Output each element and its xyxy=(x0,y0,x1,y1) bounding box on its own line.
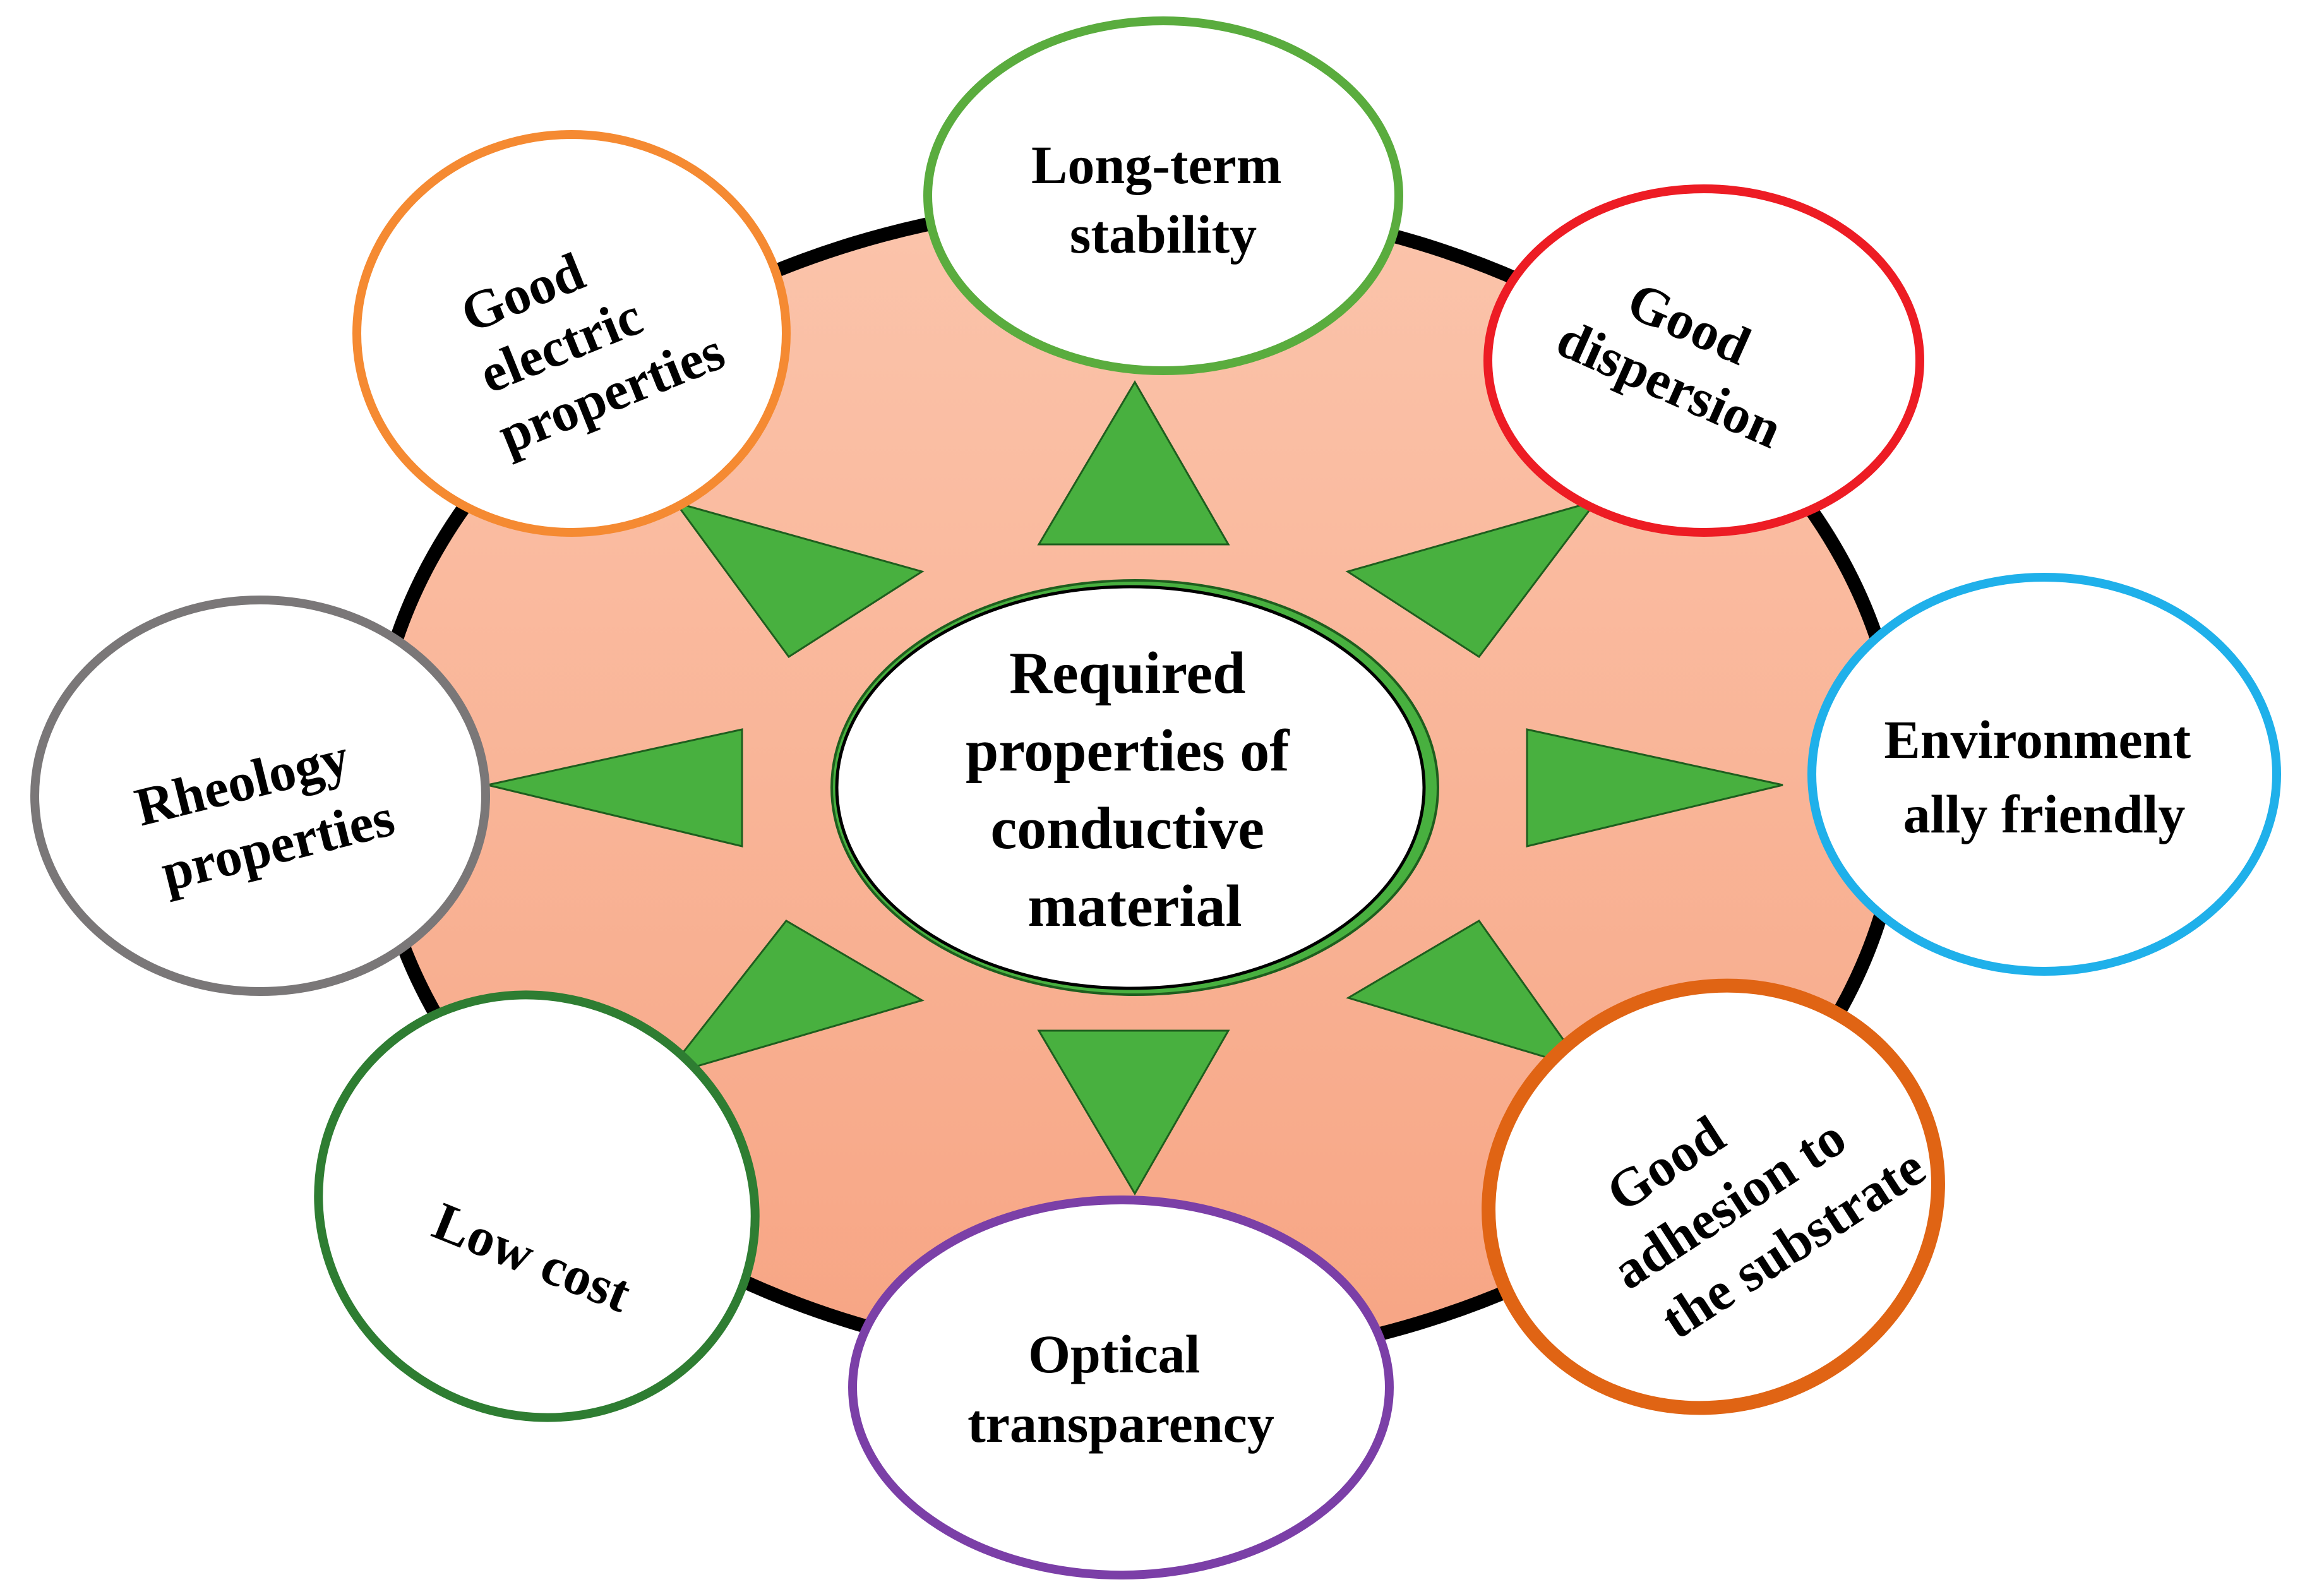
center-label-line: Required xyxy=(1009,640,1245,706)
node-ellipse xyxy=(848,1196,1394,1579)
node-label: Long-term stability xyxy=(1031,135,1295,265)
node-good-adhesion: Good adhesion to the substrate xyxy=(1482,978,1945,1415)
center-ellipse xyxy=(835,585,1426,990)
node-label: Environment ally friendly xyxy=(1884,709,2204,844)
node-rheology-properties: Rheology properties xyxy=(30,596,490,996)
node-ellipse xyxy=(30,596,490,996)
center-label-line: conductive xyxy=(991,796,1264,861)
node-good-dispersion: Good dispersion xyxy=(1483,184,1924,537)
node-environmentally-friendly: Environment ally friendly xyxy=(1807,573,2281,976)
arrow-up-right-icon xyxy=(1345,499,1599,659)
center-node: Required properties of conductive materi… xyxy=(830,579,1439,996)
arrow-up-icon xyxy=(1037,380,1230,546)
node-label-line: ally friendly xyxy=(1903,784,2186,844)
node-label-line: Optical xyxy=(1028,1324,1200,1384)
node-label-line: transparency xyxy=(967,1393,1274,1454)
node-ellipse xyxy=(1482,978,1945,1415)
node-ellipse xyxy=(1807,573,2281,976)
center-label: Required properties of conductive materi… xyxy=(966,640,1304,939)
node-good-electric-properties: Good electric properties xyxy=(352,130,791,537)
arrow-down-right-icon xyxy=(1346,920,1586,1070)
node-ellipse xyxy=(314,990,760,1422)
node-long-term-stability: Long-term stability xyxy=(923,16,1403,375)
node-label: Optical transparency xyxy=(967,1324,1274,1454)
node-label-line: Long-term xyxy=(1031,135,1281,195)
node-low-cost: Low cost xyxy=(314,990,760,1422)
arrow-up-left-icon xyxy=(673,501,925,659)
arrow-group xyxy=(487,380,1783,1196)
arrow-down-left-icon xyxy=(662,920,925,1077)
node-label-line: stability xyxy=(1070,204,1257,265)
node-ellipse xyxy=(923,16,1403,375)
center-label-line: properties of xyxy=(966,718,1290,784)
arrow-down-icon xyxy=(1037,1029,1230,1196)
node-ellipse xyxy=(1483,184,1924,537)
center-label-line: material xyxy=(1027,873,1242,939)
node-ellipse xyxy=(352,130,791,537)
node-optical-transparency: Optical transparency xyxy=(848,1196,1394,1579)
arrow-right-icon xyxy=(1526,728,1783,848)
node-label-line: Environment xyxy=(1884,709,2191,770)
arrow-left-icon xyxy=(487,728,743,848)
